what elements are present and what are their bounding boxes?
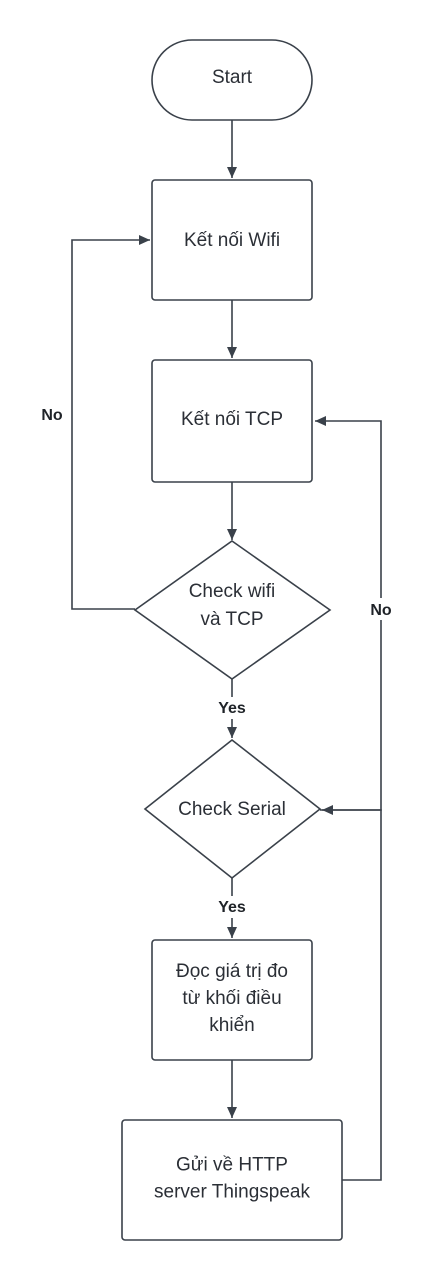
wifi-connect-process <box>151 179 313 301</box>
read-values-label: Đọc giá trị đo từ khối điều khiển <box>176 961 288 1036</box>
send-http-line-2: server Thingspeak <box>154 1182 310 1203</box>
check-wifi-tcp-line-1: Check wifi <box>189 581 276 602</box>
edge-labels: No No Yes Yes <box>36 403 396 918</box>
no-label-right: No <box>370 602 392 619</box>
yes-label-1: Yes <box>218 700 246 717</box>
tcp-connect-process <box>151 359 313 483</box>
wifi-line-1: Kết nối Wifi <box>184 230 280 251</box>
wifi-connect-label: Kết nối Wifi <box>184 230 280 251</box>
check-serial-line-1: Check Serial <box>178 799 286 820</box>
read-values-line-2: từ khối điều <box>182 988 281 1009</box>
check-wifi-tcp-line-2: và TCP <box>200 609 263 630</box>
nodes: Start Kết nối Wifi Kết nối TCP Check wif… <box>121 39 343 1241</box>
tcp-connect-label: Kết nối TCP <box>181 409 283 430</box>
tcp-line-1: Kết nối TCP <box>181 409 283 430</box>
check-wifi-tcp-label: Check wifi và TCP <box>189 581 276 630</box>
start-terminal <box>151 39 313 121</box>
edge-check-wifi-tcp-no-to-wifi <box>71 235 150 610</box>
read-values-process <box>151 939 313 1061</box>
check-serial-decision <box>143 738 322 880</box>
start-label: Start <box>212 67 253 88</box>
edge-send-http-loop-to-check-serial <box>322 805 382 1181</box>
send-http-line-1: Gửi về HTTP <box>176 1155 288 1176</box>
send-http-process <box>121 1119 343 1241</box>
read-values-line-3: khiển <box>209 1015 254 1036</box>
no-label-left: No <box>41 407 63 424</box>
read-values-line-1: Đọc giá trị đo <box>176 961 288 982</box>
check-wifi-tcp-decision <box>133 540 332 680</box>
check-serial-label: Check Serial <box>178 799 286 820</box>
start-line-1: Start <box>212 67 253 88</box>
send-http-label: Gửi về HTTP server Thingspeak <box>154 1155 310 1203</box>
yes-label-2: Yes <box>218 899 246 916</box>
